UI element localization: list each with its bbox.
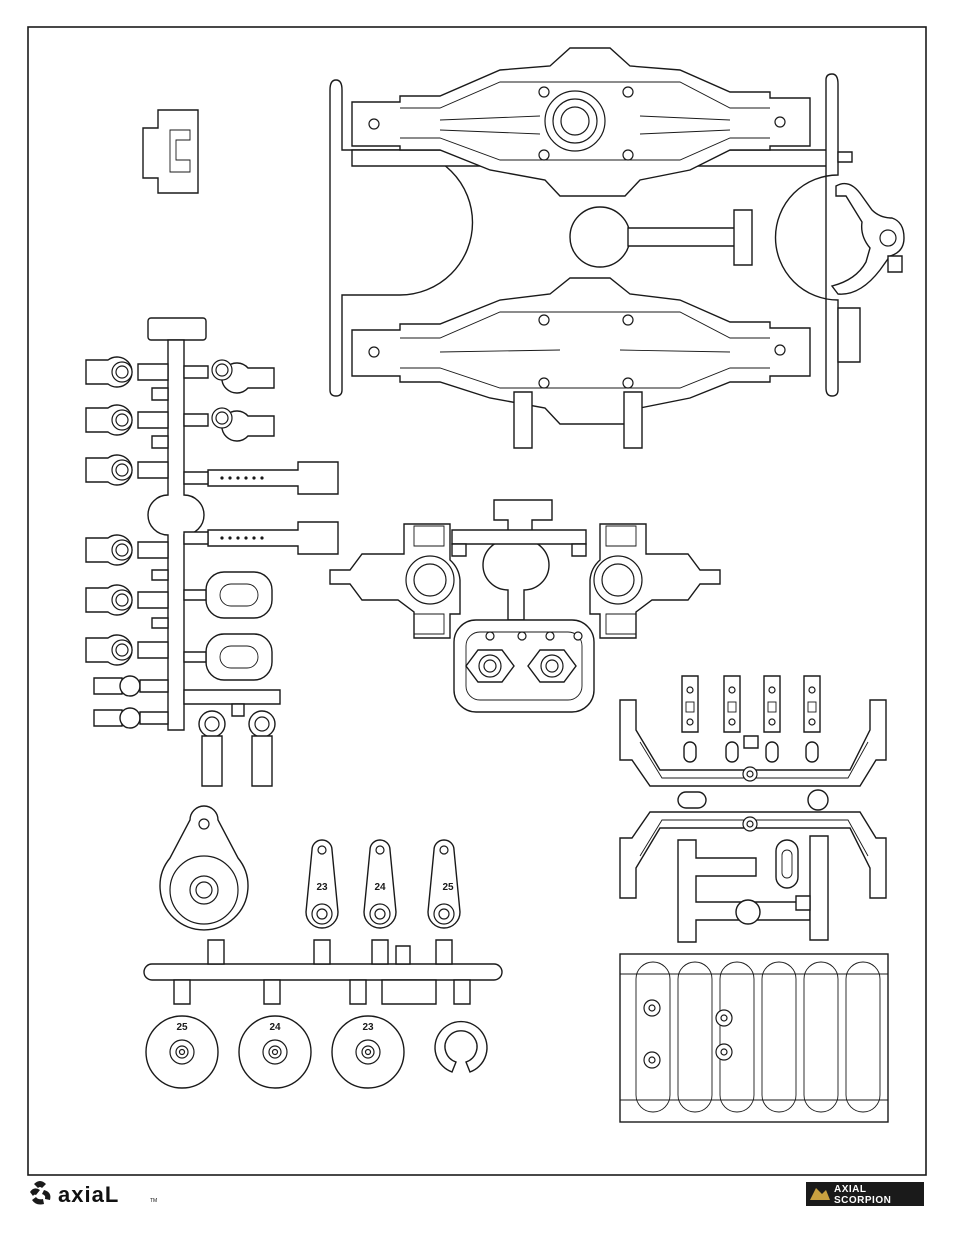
servo-arm-label: 25: [442, 882, 454, 893]
small-clip-part: [143, 110, 198, 193]
servo-saver-disc-label: 24: [269, 1022, 281, 1033]
servo-saver-disc: 25: [146, 1016, 218, 1088]
servo-saver-disc: 23: [332, 1016, 404, 1088]
axial-logo: axiaL TM: [30, 1181, 157, 1207]
scorpion-logo-line1: AXIAL: [834, 1184, 867, 1195]
link-clip-group: [682, 676, 820, 762]
rod-end-right-group: [184, 360, 338, 786]
c-clip: [435, 1022, 487, 1072]
servo-saver-disc-label: 25: [176, 1022, 188, 1033]
mount-bracket-tree: [620, 676, 886, 942]
rod-end-left-group: [86, 357, 168, 728]
skid-plate: [620, 954, 888, 1122]
scorpion-logo-line2: SCORPION: [834, 1195, 891, 1206]
axial-logo-mark: [30, 1181, 50, 1205]
axial-scorpion-logo: AXIAL SCORPION: [806, 1182, 924, 1206]
servo-arm-label: 24: [374, 882, 386, 893]
rod-end-tree: [86, 318, 338, 786]
servo-arm: 25: [428, 840, 460, 928]
servo-arm: 23: [306, 840, 338, 928]
axial-wordmark: axiaL: [58, 1182, 119, 1207]
servo-saver-tree: 23 24 25 25 24 23: [144, 806, 502, 1088]
axle-housing-tree: [330, 48, 904, 448]
servo-saver-disc-label: 23: [362, 1022, 374, 1033]
servo-arm: 24: [364, 840, 396, 928]
trademark-mark: TM: [150, 1198, 157, 1204]
servo-saver-disc: 24: [239, 1016, 311, 1088]
servo-arm-label: 23: [316, 882, 328, 893]
steering-knuckle-tree: [330, 500, 720, 712]
